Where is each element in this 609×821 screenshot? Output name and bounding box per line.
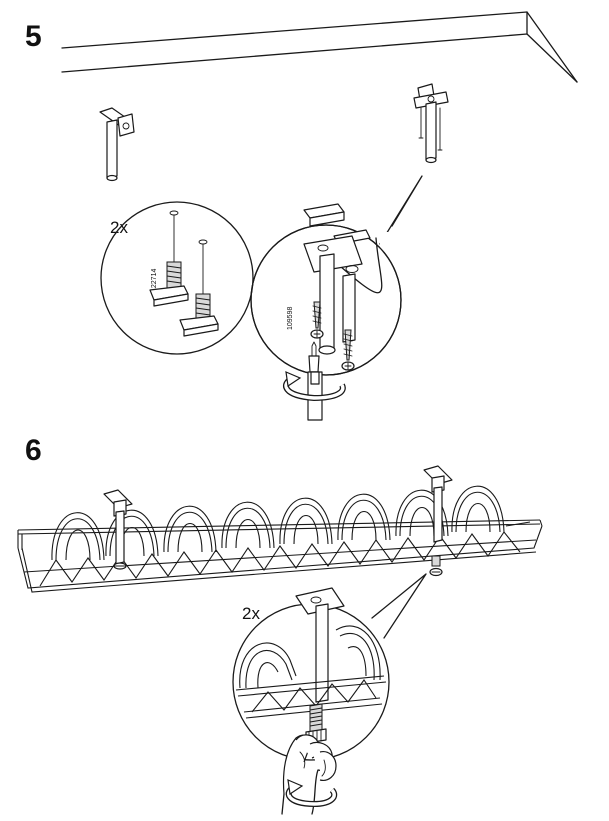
knurled-screw-icon xyxy=(429,555,443,577)
bracket-icon xyxy=(423,465,453,543)
anchor-plug-icon xyxy=(149,261,189,307)
step-6-number: 6 xyxy=(25,434,42,467)
tray-detail-circle xyxy=(232,573,427,761)
screw-detail-circle xyxy=(250,175,423,376)
rotate-arrow-icon xyxy=(285,779,338,808)
ceiling-bracket-icon xyxy=(99,107,135,182)
hand-icon xyxy=(281,734,337,815)
step-6-quantity: 2x xyxy=(242,604,260,623)
ceiling-bracket-icon xyxy=(413,83,449,164)
cable-tray-icon xyxy=(17,485,543,593)
rotate-arrow-icon xyxy=(283,371,346,402)
anchor-plug-icon xyxy=(179,293,219,337)
bracket-icon xyxy=(103,489,133,570)
screwdriver-icon xyxy=(307,371,323,421)
step-5-number: 5 xyxy=(25,20,42,53)
wood-screw-icon xyxy=(341,329,355,371)
wood-screw-icon xyxy=(310,301,324,339)
ceiling-icon xyxy=(61,11,578,83)
anchor-detail-circle xyxy=(100,201,254,355)
